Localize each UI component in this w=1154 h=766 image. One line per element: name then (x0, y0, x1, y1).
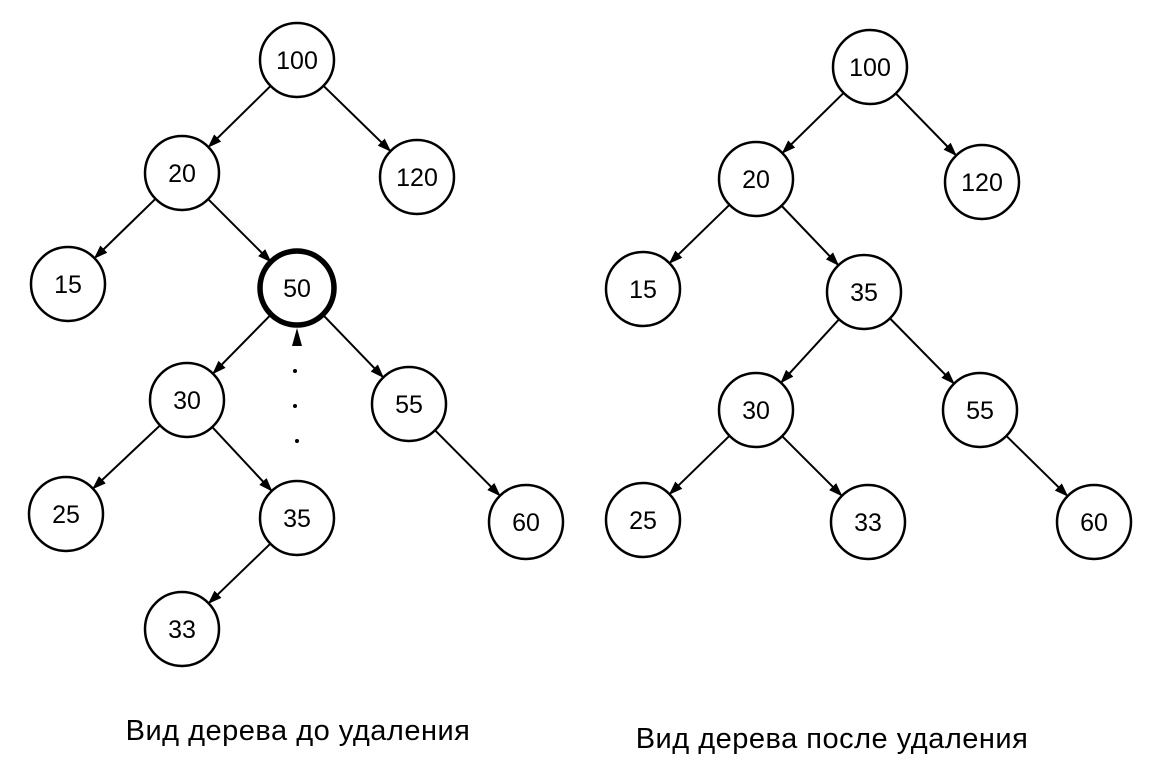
node-label: 55 (966, 397, 994, 425)
tree-node: 100 (258, 21, 336, 99)
node-circle (258, 21, 336, 99)
tree-node: 33 (143, 590, 221, 668)
node-label: 25 (52, 501, 80, 529)
tree-node: 100 (831, 28, 909, 106)
caption-after: Вид дерева после удаления (636, 723, 1029, 755)
tree-node: 60 (1055, 483, 1133, 561)
tree-node: 15 (29, 245, 107, 323)
edge-n30-n25 (92, 424, 161, 490)
node-circle (604, 250, 682, 328)
edge-n55-n60 (434, 429, 501, 497)
node-circle-deleted (257, 248, 337, 328)
tree-after-deletion: 100 20 120 15 35 30 55 25 33 60 Вид дерева после … (604, 28, 1133, 755)
node-label: 55 (395, 391, 423, 419)
node-circle (258, 479, 336, 557)
node-circle (143, 590, 221, 668)
edge-n50-n55 (321, 313, 385, 379)
node-label: 60 (512, 509, 540, 537)
node-circle (604, 481, 682, 559)
tree-node: 55 (941, 371, 1019, 449)
node-label: 20 (742, 166, 770, 194)
edge-m20-m35 (780, 205, 840, 266)
nodes-after: 100 20 120 15 35 30 55 25 33 60 (604, 28, 1133, 561)
tree-before-deletion: 100 20 120 15 50 30 55 25 35 60 33 Вид дерева до у… (27, 21, 565, 747)
edge-m55-m60 (1005, 435, 1069, 497)
node-circle (717, 140, 795, 218)
edge-m35-m55 (889, 317, 955, 385)
node-circle (27, 475, 105, 553)
dotted-arrow-dot (293, 369, 297, 373)
dotted-arrow-dot (295, 439, 299, 443)
edge-m20-m15 (668, 204, 731, 264)
node-circle (148, 361, 226, 439)
dotted-arrow-dot (293, 404, 297, 408)
node-circle (831, 28, 909, 106)
edges-before (92, 85, 501, 605)
node-circle (829, 483, 907, 561)
edge-m100-m120 (895, 92, 957, 157)
node-label: 33 (854, 509, 882, 537)
tree-node: 55 (370, 365, 448, 443)
tree-node: 120 (378, 138, 456, 216)
tree-node: 35 (825, 253, 903, 331)
tree-node: 20 (143, 134, 221, 212)
edge-n35-n33 (207, 542, 272, 605)
tree-node: 35 (258, 479, 336, 557)
node-circle (378, 138, 456, 216)
node-circle (487, 483, 565, 561)
dotted-arrow-before (292, 328, 302, 443)
edge-n20-n50 (207, 198, 272, 263)
edges-after (668, 92, 1069, 497)
edge-n100-n20 (207, 85, 272, 148)
node-label: 50 (283, 275, 311, 303)
node-label: 30 (742, 397, 770, 425)
edge-n20-n15 (93, 198, 157, 259)
tree-node: 50 (257, 248, 337, 328)
edge-m30-m33 (781, 435, 843, 497)
node-label: 20 (168, 160, 196, 188)
tree-node: 33 (829, 483, 907, 561)
edge-n50-n30 (212, 313, 272, 375)
edge-n100-n120 (322, 85, 392, 152)
edge-m30-m25 (668, 435, 731, 495)
node-label: 33 (168, 616, 196, 644)
node-circle (1055, 483, 1133, 561)
tree-node: 25 (27, 475, 105, 553)
node-circle (717, 371, 795, 449)
nodes-before: 100 20 120 15 50 30 55 25 35 60 33 (27, 21, 565, 668)
node-label: 100 (276, 47, 318, 75)
node-label: 15 (54, 271, 82, 299)
tree-node: 60 (487, 483, 565, 561)
node-label: 15 (629, 276, 657, 304)
dotted-arrow-head (292, 328, 302, 346)
node-circle (29, 245, 107, 323)
node-label: 30 (173, 387, 201, 415)
node-label: 35 (850, 279, 878, 307)
node-circle (943, 143, 1021, 221)
node-circle (825, 253, 903, 331)
node-label: 60 (1080, 509, 1108, 537)
tree-node: 20 (717, 140, 795, 218)
tree-node: 30 (148, 361, 226, 439)
tree-node: 30 (717, 371, 795, 449)
edge-n30-n35 (211, 426, 273, 492)
tree-node: 15 (604, 250, 682, 328)
caption-before: Вид дерева до удаления (126, 715, 471, 747)
edge-m35-m30 (780, 318, 840, 384)
node-label: 100 (849, 54, 891, 82)
node-circle (370, 365, 448, 443)
node-circle (941, 371, 1019, 449)
tree-node: 25 (604, 481, 682, 559)
tree-node: 120 (943, 143, 1021, 221)
node-circle (143, 134, 221, 212)
node-label: 120 (396, 164, 438, 192)
node-label: 25 (629, 507, 657, 535)
edge-m100-m20 (781, 92, 845, 154)
node-label: 35 (283, 505, 311, 533)
node-label: 120 (961, 169, 1003, 197)
